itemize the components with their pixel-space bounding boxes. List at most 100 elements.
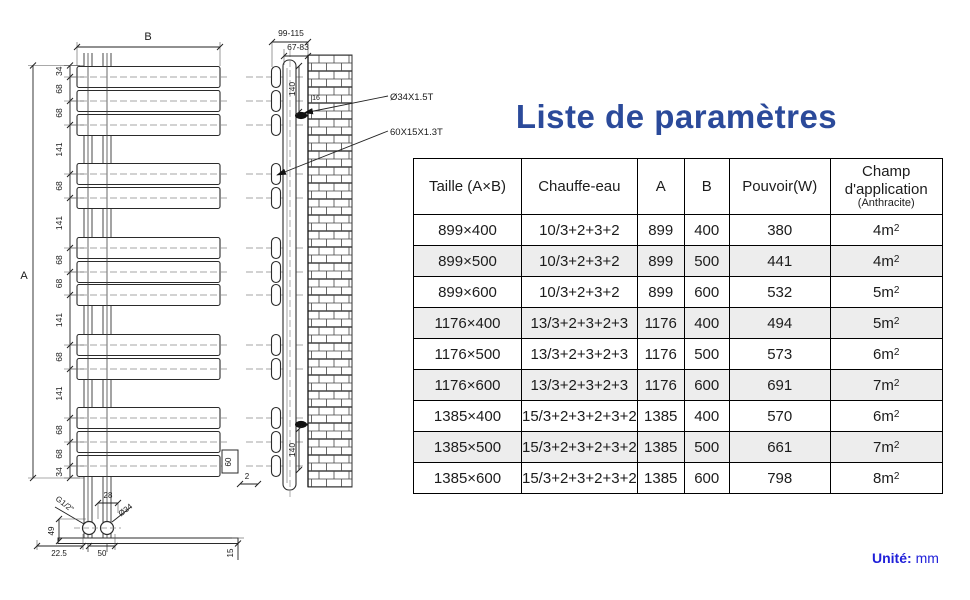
cell-b: 500 (683, 245, 730, 277)
dim-15-label: 15 (226, 548, 235, 557)
champ-exponent: 2 (893, 346, 900, 358)
champ-exponent: 2 (893, 253, 900, 265)
champ-value: 8m (873, 469, 894, 487)
cell-champ: 4m2 (829, 214, 943, 246)
radiator-panel (76, 162, 221, 186)
header-champ-line2: d'application (844, 180, 928, 198)
radiator-panel (76, 406, 221, 430)
dim-67-83-label: 67-83 (287, 42, 309, 52)
dim-tick (295, 425, 303, 433)
header-pouvoir: Pouvoir(W) (728, 158, 831, 215)
chain-dim-label: 68 (54, 279, 64, 289)
cell-champ: 7m2 (829, 369, 943, 401)
cell-taille: 1176×400 (413, 307, 522, 339)
cell-chauffe: 15/3+2+3+2+3+2 (521, 431, 638, 463)
page-title: Liste de paramètres (515, 98, 838, 135)
chain-dim-label: 68 (54, 255, 64, 265)
champ-value: 6m (873, 407, 894, 425)
dim-49-label: 49 (47, 526, 56, 535)
radiator-panel (76, 333, 221, 357)
panel-capsule (270, 89, 282, 113)
cell-taille: 899×600 (413, 276, 522, 308)
panel-height-box (221, 449, 239, 474)
cell-a: 1176 (636, 338, 685, 370)
champ-exponent: 2 (893, 408, 900, 420)
champ-value: 7m (873, 376, 894, 394)
dim-tick (295, 62, 303, 70)
cell-chauffe: 13/3+2+3+2+3 (521, 307, 638, 339)
dim-tick (114, 499, 122, 507)
cell-a: 899 (636, 276, 685, 308)
cell-chauffe: 13/3+2+3+2+3 (521, 369, 638, 401)
champ-exponent: 2 (893, 222, 900, 234)
panel-capsule (270, 333, 282, 357)
cell-taille: 899×400 (413, 214, 522, 246)
dim-tick (94, 499, 102, 507)
cell-taille: 1176×500 (413, 338, 522, 370)
champ-exponent: 2 (893, 377, 900, 389)
parameter-table: Taille (A×B) Chauffe-eau A B Pouvoir(W) … (413, 158, 943, 494)
radiator-panel (76, 430, 221, 454)
callout-tube-label: Ø34X1.5T (390, 92, 433, 103)
champ-value: 4m (873, 252, 894, 270)
cell-a: 1176 (636, 369, 685, 401)
dim-tick (236, 480, 244, 488)
cell-taille: 1385×600 (413, 462, 522, 494)
cell-champ: 4m2 (829, 245, 943, 277)
dim-2-label: 2 (245, 472, 250, 481)
cell-chauffe: 15/3+2+3+2+3+2 (521, 400, 638, 432)
radiator-panel (76, 357, 221, 381)
dim-99-115-label: 99-115 (278, 28, 304, 38)
cell-b: 400 (683, 214, 730, 246)
panel-capsule (270, 454, 282, 478)
cell-b: 400 (683, 307, 730, 339)
table-header-row: Taille (A×B) Chauffe-eau A B Pouvoir(W) … (413, 158, 943, 215)
chain-dim-label: 68 (54, 84, 64, 94)
cell-champ: 7m2 (829, 431, 943, 463)
cell-pouvoir: 570 (728, 400, 831, 432)
dim-tick (55, 537, 63, 545)
cell-pouvoir: 798 (728, 462, 831, 494)
panel-capsule (270, 357, 282, 381)
cell-pouvoir: 380 (728, 214, 831, 246)
panel-capsule (270, 406, 282, 430)
cell-b: 600 (683, 276, 730, 308)
dim-tick (295, 466, 303, 474)
leader-line (303, 95, 389, 115)
chain-dim-label: 68 (54, 449, 64, 459)
cell-pouvoir: 532 (728, 276, 831, 308)
diameter-label: Ø34 (117, 501, 135, 518)
callout-panel-label: 60X15X1.3T (390, 127, 443, 138)
dim-tick (73, 43, 81, 51)
cell-taille: 899×500 (413, 245, 522, 277)
cell-chauffe: 10/3+2+3+2 (521, 276, 638, 308)
cell-chauffe: 10/3+2+3+2 (521, 245, 638, 277)
cell-b: 500 (683, 431, 730, 463)
champ-value: 5m (873, 283, 894, 301)
brick-wall (307, 54, 353, 488)
radiator-panel (76, 65, 221, 89)
radiator-panel (76, 260, 221, 284)
chain-dim-label: 34 (54, 467, 64, 477)
unit-note-value: mm (915, 550, 939, 566)
radiator-panel (76, 236, 221, 260)
radiator-panel (76, 283, 221, 307)
radiator-panel (76, 186, 221, 210)
chain-dim-label: 68 (54, 108, 64, 118)
dim-tick (29, 62, 37, 69)
leader-line (54, 506, 85, 525)
dim-50-label: 50 (98, 549, 107, 558)
chain-dim-label: 68 (54, 181, 64, 191)
dim-tick (304, 52, 312, 60)
bracket-bottom (295, 420, 307, 429)
cell-pouvoir: 494 (728, 307, 831, 339)
header-a: A (636, 158, 685, 215)
